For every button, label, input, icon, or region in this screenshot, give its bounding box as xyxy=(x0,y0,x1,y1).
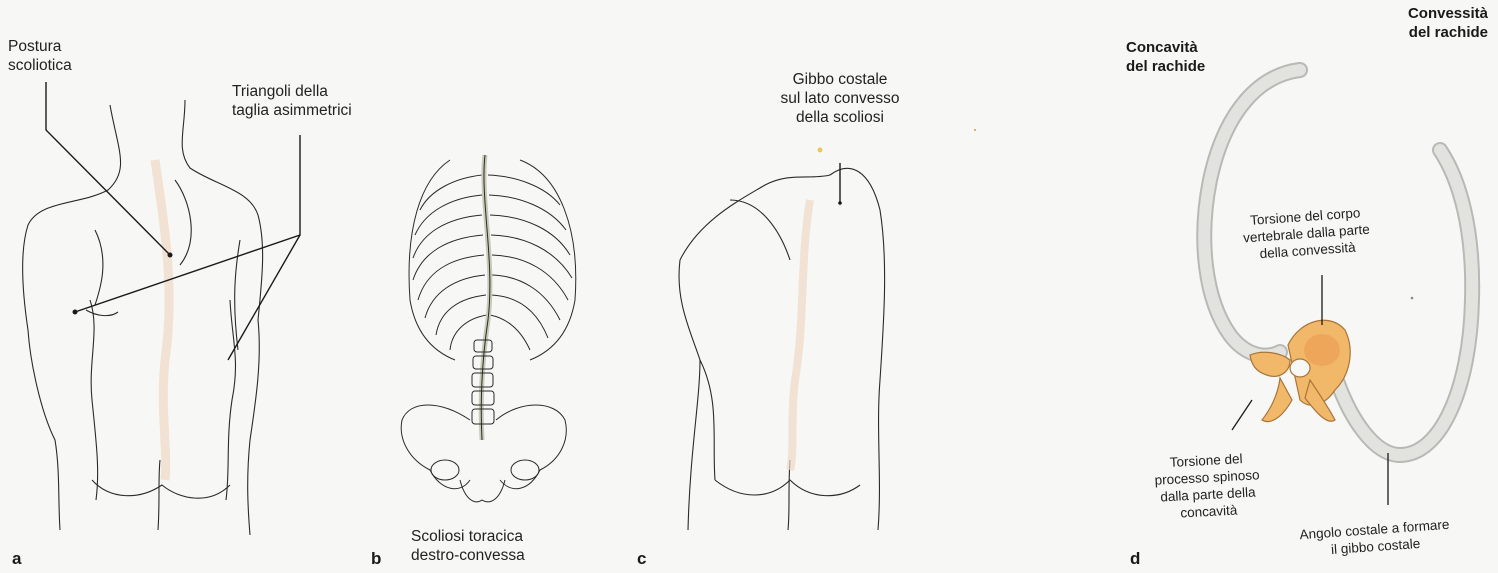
label-gibbo-costale: Gibbo costale sul lato convesso della sc… xyxy=(770,70,910,127)
speck xyxy=(818,148,823,153)
panel-letter-a: a xyxy=(12,549,21,569)
panel-letter-d: d xyxy=(1130,549,1140,569)
panel-c-spine-tint xyxy=(790,200,810,470)
panel-a-figure xyxy=(23,100,263,535)
panel-letter-c: c xyxy=(637,549,646,569)
label-convessita-rachide: Convessità del rachide xyxy=(1390,4,1488,42)
label-torsione-processo-spinoso: Torsione del processo spinoso dalla part… xyxy=(1148,449,1266,523)
speck xyxy=(1411,297,1414,300)
label-postura-scoliotica: Postura scoliotica xyxy=(8,37,86,75)
panel-d-vertebra xyxy=(1250,320,1350,421)
speck xyxy=(974,129,976,131)
panel-letter-b: b xyxy=(371,549,381,569)
label-torsione-corpo-vertebrale: Torsione del corpo vertebrale dalla part… xyxy=(1241,204,1371,264)
caption-scoliosi-toracica: Scoliosi toracica destro-convessa xyxy=(411,527,525,565)
panel-b-skeleton xyxy=(401,155,576,502)
label-triangoli-taglia: Triangoli della taglia asimmetrici xyxy=(232,82,352,120)
label-concavita-rachide: Concavità del rachide xyxy=(1126,38,1205,76)
panel-a-spine-tint xyxy=(155,160,169,480)
panel-c-figure xyxy=(679,168,885,530)
